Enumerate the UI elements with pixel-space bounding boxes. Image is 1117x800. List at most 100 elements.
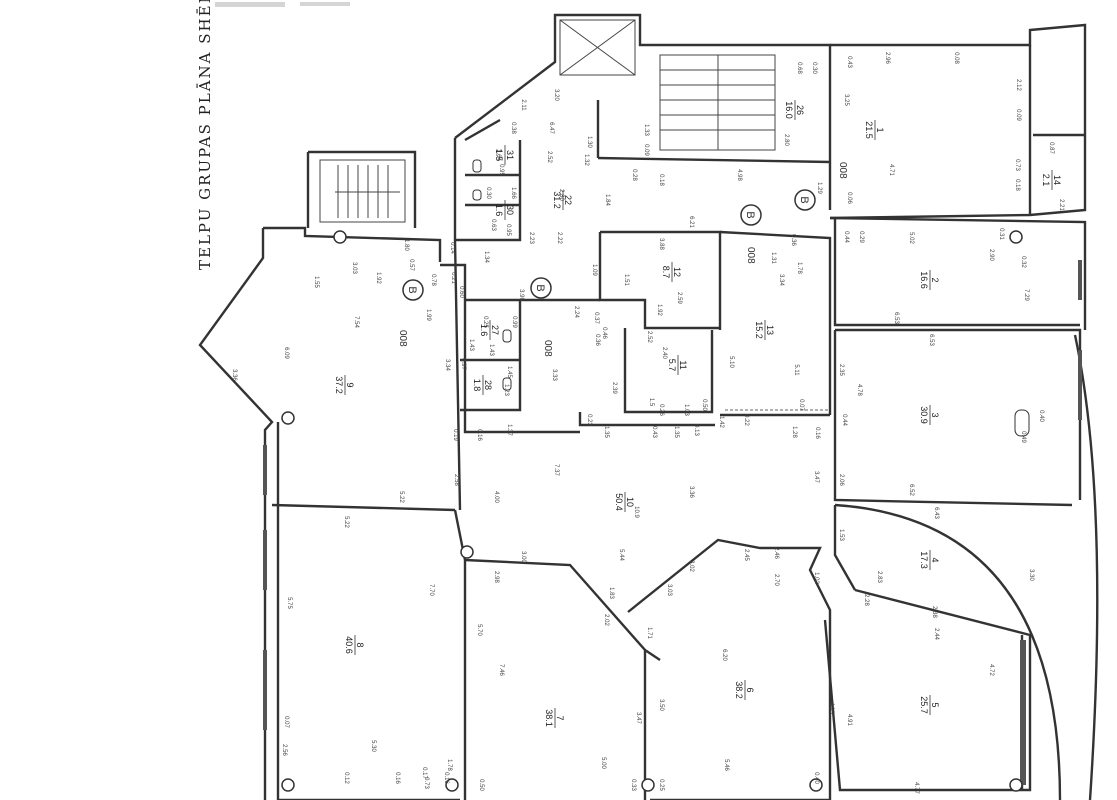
dimension-value: 1.02 xyxy=(813,572,819,584)
dimension-value: 2.80 xyxy=(558,189,564,201)
room-number: 12 xyxy=(672,267,682,277)
b-markers: B B B B xyxy=(402,189,816,301)
dimension-value: 1.09 xyxy=(591,264,597,276)
dimension-value: 1.71 xyxy=(646,627,652,639)
dimension-value: 0.12 xyxy=(343,772,349,784)
dimension-value: 0.36 xyxy=(594,334,600,346)
dimension-value: 0.87 xyxy=(1048,142,1054,154)
dimension-value: 0.23 xyxy=(586,414,592,426)
dimension-value: 5.10 xyxy=(728,356,734,368)
room-number: 4 xyxy=(930,557,940,562)
dimension-value: 1.43 xyxy=(488,344,494,356)
room-label-31: 311.5 xyxy=(494,145,515,165)
room-number: 9 xyxy=(345,382,355,387)
room-label-30: 301.6 xyxy=(494,200,515,220)
dimension-value: 1.45 xyxy=(506,366,512,378)
columns xyxy=(281,230,1023,792)
room-label-9: 937.2 xyxy=(334,375,355,395)
room-area: 1.8 xyxy=(472,379,482,392)
dimension-value: 4.77 xyxy=(913,782,919,794)
dimension-value: 0.29 xyxy=(858,231,864,243)
dimension-value: 1.33 xyxy=(643,124,649,136)
dimension-value: 3.34 xyxy=(778,274,784,286)
dimension-value: 6.53 xyxy=(893,312,899,324)
dimension-value: 4.95 xyxy=(828,702,834,714)
dimension-value: 3.02 xyxy=(688,560,694,572)
dimension-value: 3.47 xyxy=(635,712,641,724)
svg-text:B: B xyxy=(534,284,546,291)
dimension-value: 0.73 xyxy=(423,777,429,789)
dimension-value: 10.9 xyxy=(633,506,639,518)
stairs-center xyxy=(659,54,776,151)
dimension-value: 3.50 xyxy=(658,699,664,711)
dimension-value: 2.06 xyxy=(838,474,844,486)
dimension-value: 6.47 xyxy=(548,122,554,134)
room-label-14: 142.1 xyxy=(1041,170,1062,190)
dimension-value: 0.63 xyxy=(490,219,496,231)
dimension-value: 1.92 xyxy=(656,304,662,316)
dimension-value: 0.40 xyxy=(1038,410,1044,422)
room-number: 30 xyxy=(505,205,515,215)
dimension-value: 1.35 xyxy=(603,426,609,438)
room-number: 13 xyxy=(765,325,775,335)
dimension-value: 2.44 xyxy=(933,628,939,640)
dimension-value: 0.22 xyxy=(743,414,749,426)
b-marker: B xyxy=(740,204,762,226)
dimension-value: 0.07 xyxy=(283,716,289,728)
dimension-value: 1.34 xyxy=(483,251,489,263)
dimension-value: 5.75 xyxy=(286,597,292,609)
dimension-value: 1.84 xyxy=(604,194,610,206)
dimension-value: 5.30 xyxy=(370,740,376,752)
dimension-value: 2.70 xyxy=(773,574,779,586)
dimension-value: 6.53 xyxy=(928,334,934,346)
dimension-value: 1.83 xyxy=(608,587,614,599)
dimension-value: 0.25 xyxy=(658,779,664,791)
dimension-value: 0.99 xyxy=(511,316,517,328)
dimension-value: 6.20 xyxy=(721,649,727,661)
dimension-value: 3.25 xyxy=(843,94,849,106)
dimension-value: 2.40 xyxy=(661,347,667,359)
dimension-value: 0.09 xyxy=(1015,109,1021,121)
dimension-value: 2.96 xyxy=(884,52,890,64)
room-number: 31 xyxy=(505,150,515,160)
dimension-value: 3.20 xyxy=(553,89,559,101)
dimension-value: 0.44 xyxy=(843,231,849,243)
room-number: 8 xyxy=(355,642,365,647)
dimension-value: 3.33 xyxy=(551,369,557,381)
dimension-value: 3.03 xyxy=(666,584,672,596)
window-marks xyxy=(263,260,1082,785)
dimension-value: 0.68 xyxy=(796,62,802,74)
interior-walls xyxy=(440,118,832,561)
room-area: 17.3 xyxy=(919,551,929,569)
room-label-27: 271.6 xyxy=(479,320,500,340)
dimension-value: 0.21 xyxy=(450,272,456,284)
dimension-value: 7.46 xyxy=(498,664,504,676)
room-labels: 121.5216.6330.9417.3525.7638.2738.1840.6… xyxy=(334,100,1062,728)
dimension-value: 0.14 xyxy=(449,242,455,254)
dimension-value: 0.13 xyxy=(693,424,699,436)
dimension-value: 5.70 xyxy=(476,624,482,636)
dimension-value: 0.18 xyxy=(658,174,664,186)
dimension-value: 0.60 xyxy=(458,286,464,298)
dimension-value: 4.91 xyxy=(846,714,852,726)
dimension-value: 2.59 xyxy=(676,292,682,304)
dimension-value: 2.38 xyxy=(931,606,937,618)
dimension-value: 0.30 xyxy=(485,187,491,199)
dimension-value: 1.99 xyxy=(425,309,431,321)
room-number: 28 xyxy=(483,380,493,390)
dimension-value: 1.23 xyxy=(503,384,509,396)
dimension-value: 7.29 xyxy=(1023,289,1029,301)
room-number: 7 xyxy=(555,715,565,720)
dimension-value: 2.21 xyxy=(1058,199,1064,211)
dimension-value: 2.22 xyxy=(556,232,562,244)
room-number: 5 xyxy=(930,702,940,707)
dimension-value: 0.36 xyxy=(790,234,796,246)
dimension-value: 0.25 xyxy=(482,316,488,328)
room-area: 21.5 xyxy=(864,121,874,139)
dimension-value: 2.52 xyxy=(646,331,652,343)
dimension-value: 0.97 xyxy=(460,358,466,370)
dimension-value: 1.53 xyxy=(838,529,844,541)
room-label-11: 115.7 xyxy=(667,355,688,375)
dimension-value: 3.47 xyxy=(813,471,819,483)
dimension-value: 2.58 xyxy=(453,474,459,486)
